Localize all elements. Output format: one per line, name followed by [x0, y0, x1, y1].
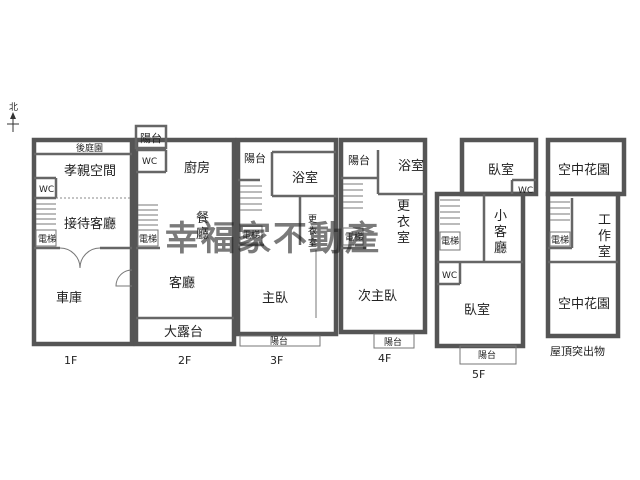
stairs-icon [240, 185, 262, 211]
floor-1f: 後庭園 孝親空間 WC 接待客廳 電梯 車庫 1F [31, 137, 135, 367]
floor-5f: 臥室 WC 小 客 廳 電梯 WC 臥室 陽台 5F [434, 137, 539, 381]
floor-roof: 空中花園 工 作 室 電梯 空中花園 屋頂突出物 [545, 137, 627, 358]
room-label: 次主臥 [358, 288, 397, 304]
room-label: 電梯 [441, 235, 459, 247]
room-label: 空中花園 [558, 162, 610, 178]
floor-label: 4F [378, 352, 391, 365]
room-label: 孝親空間 [64, 164, 116, 179]
room-label: 工 [598, 213, 611, 228]
room-label: 衣 [308, 225, 317, 237]
room-label: 陽台 [270, 335, 288, 347]
floor-label: 屋頂突出物 [550, 344, 605, 358]
room-label: 陽台 [348, 153, 370, 167]
room-label: 小 [494, 209, 507, 224]
room-label: 接待客廳 [64, 216, 116, 232]
room-label: 廳 [196, 226, 209, 242]
compass-north-label: 北 [9, 102, 18, 113]
room-label: WC [518, 186, 533, 196]
room-label: 浴室 [398, 158, 424, 174]
watermark: 幸福家不動產 [165, 219, 381, 259]
stairs-icon [36, 203, 56, 225]
room-label: 後庭園 [76, 142, 103, 154]
room-label: 更 [397, 199, 410, 214]
room-label: 廚房 [184, 160, 210, 176]
floor-label: 2F [178, 354, 191, 367]
room-label: 陽台 [244, 151, 266, 165]
room-label: 浴室 [292, 170, 318, 186]
room-label: 電梯 [345, 231, 363, 243]
room-label: 室 [308, 237, 317, 249]
floor-label: 3F [270, 354, 283, 367]
room-label: 陽台 [384, 336, 402, 348]
room-label: 臥室 [488, 162, 514, 178]
room-label: 陽台 [140, 131, 162, 145]
room-label: 電梯 [551, 234, 569, 246]
compass-arrowhead-icon [10, 112, 16, 119]
room-label: 衣 [397, 214, 410, 230]
room-label: 電梯 [38, 233, 56, 245]
room-label: 大露台 [164, 325, 203, 340]
stairs-icon [440, 199, 460, 225]
floor-3f: 陽台 浴室 電梯 更 衣 室 主臥 陽台 3F [235, 137, 339, 367]
room-label: 廳 [494, 240, 507, 256]
room-label: 餐 [196, 210, 209, 226]
room-label: 更 [308, 214, 317, 225]
room-label: 陽台 [478, 349, 496, 361]
room-label: 電梯 [242, 229, 260, 241]
room-label: 電梯 [139, 233, 157, 245]
compass: 北 [7, 102, 19, 132]
room-label: 客 [494, 224, 507, 240]
floor-label: 5F [472, 368, 485, 381]
stairs-icon [550, 201, 570, 221]
stairs-icon [138, 204, 158, 226]
room-label: 室 [598, 244, 611, 260]
floor-2f: 陽台 WC 廚房 餐 廳 電梯 客廳 大露台 2F [133, 124, 237, 367]
room-label: 臥室 [464, 302, 490, 318]
room-label: 空中花園 [558, 296, 610, 312]
stairs-icon [343, 183, 363, 209]
floor-label: 1F [64, 354, 77, 367]
room-label: WC [39, 185, 54, 195]
room-label: 作 [598, 229, 611, 244]
room-label: 客廳 [169, 275, 195, 291]
room-label: 車庫 [56, 291, 82, 306]
room-label: WC [142, 157, 157, 167]
room-label: WC [442, 271, 457, 281]
floor-4f: 陽台 浴室 更 衣 室 電梯 次主臥 陽台 4F [338, 137, 428, 365]
room-label: 主臥 [262, 291, 288, 306]
room-label: 室 [397, 230, 410, 246]
